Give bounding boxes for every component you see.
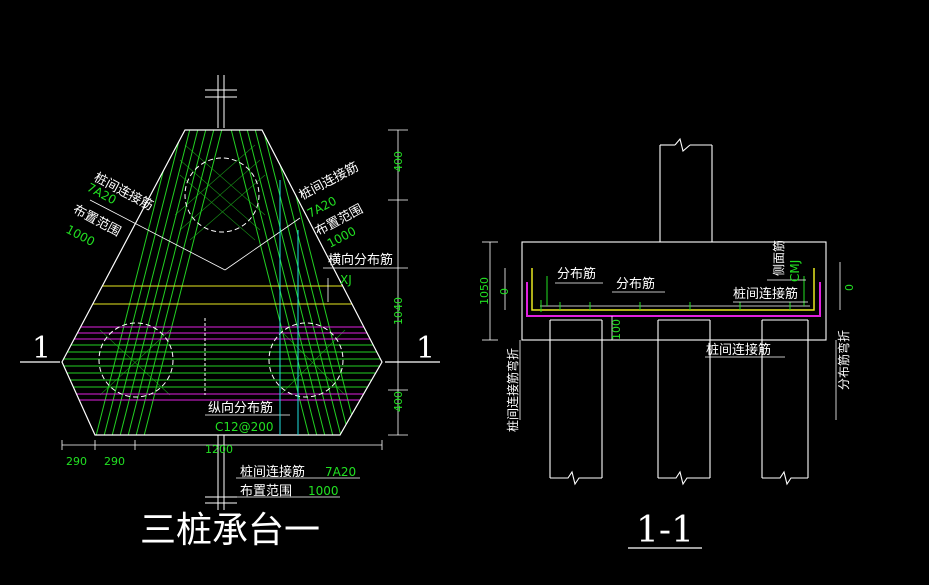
longitudinal-label: 纵向分布筋 bbox=[208, 400, 273, 416]
rebar-ticks bbox=[540, 276, 805, 312]
axis-marks bbox=[204, 75, 237, 510]
section-dim-zero-right: 0 bbox=[843, 284, 856, 291]
pile-left bbox=[98, 322, 174, 398]
dim-h-left1: 290 bbox=[66, 455, 87, 468]
pile-right bbox=[268, 322, 344, 398]
side-face-label: 侧面筋 bbox=[771, 240, 786, 276]
pile-top bbox=[184, 157, 260, 233]
bottom-range-value: 1000 bbox=[308, 484, 339, 498]
leaders bbox=[89, 199, 408, 498]
plan-title: 三桩承台一 bbox=[140, 510, 320, 551]
dim-v-top: 400 bbox=[392, 151, 405, 172]
section-outline bbox=[521, 137, 827, 486]
section-dim-cover: 100 bbox=[610, 319, 623, 340]
transverse-label: 横向分布筋 bbox=[328, 252, 393, 268]
section-dims bbox=[482, 241, 841, 341]
right-bend-label: 分布筋弯折 bbox=[836, 330, 851, 390]
section-dim-zero-left: 0 bbox=[498, 288, 511, 295]
longitudinal-spec: C12@200 bbox=[215, 420, 274, 434]
dim-h-left2: 290 bbox=[104, 455, 125, 468]
pile-cap-plan: 1 1 桩间连接筋 7A20 布置范围 1000 桩间连接筋 7 bbox=[20, 75, 440, 551]
yellow-rebar bbox=[531, 268, 815, 311]
diagonal-rebar-bundles bbox=[62, 130, 382, 435]
section-title: 1-1 bbox=[636, 510, 694, 551]
section-conn-bottom-label: 桩间连接筋 bbox=[706, 342, 771, 358]
section-conn-top-label: 桩间连接筋 bbox=[733, 286, 798, 302]
section-dim-height: 1050 bbox=[478, 277, 491, 305]
section-mark-right: 1 bbox=[416, 331, 435, 366]
dim-v-bot: 400 bbox=[392, 391, 405, 412]
magenta-rebar bbox=[526, 282, 821, 317]
dim-h-total: 1200 bbox=[205, 443, 233, 456]
transverse-spec: XJ bbox=[340, 273, 352, 287]
section-view: 分布筋 分布筋 桩间连接筋 桩间连接筋 侧面筋 CMJ 桩间连接筋弯折 分布筋弯… bbox=[478, 137, 856, 551]
bottom-range-label: 布置范围 bbox=[240, 484, 292, 499]
dimension-lines bbox=[61, 129, 408, 450]
side-face-spec: CMJ bbox=[788, 260, 802, 282]
cap-outline bbox=[61, 129, 383, 436]
section-mark-left: 1 bbox=[32, 331, 51, 366]
bottom-conn-label: 桩间连接筋 bbox=[240, 464, 305, 480]
dim-v-mid: 1040 bbox=[392, 297, 405, 325]
bottom-conn-spec: 7A20 bbox=[325, 465, 356, 479]
section-dist-label: 分布筋 bbox=[557, 266, 596, 282]
left-bend-label: 桩间连接筋弯折 bbox=[505, 348, 520, 432]
section-dist2-label: 分布筋 bbox=[616, 276, 655, 292]
section-leaders bbox=[519, 279, 837, 420]
